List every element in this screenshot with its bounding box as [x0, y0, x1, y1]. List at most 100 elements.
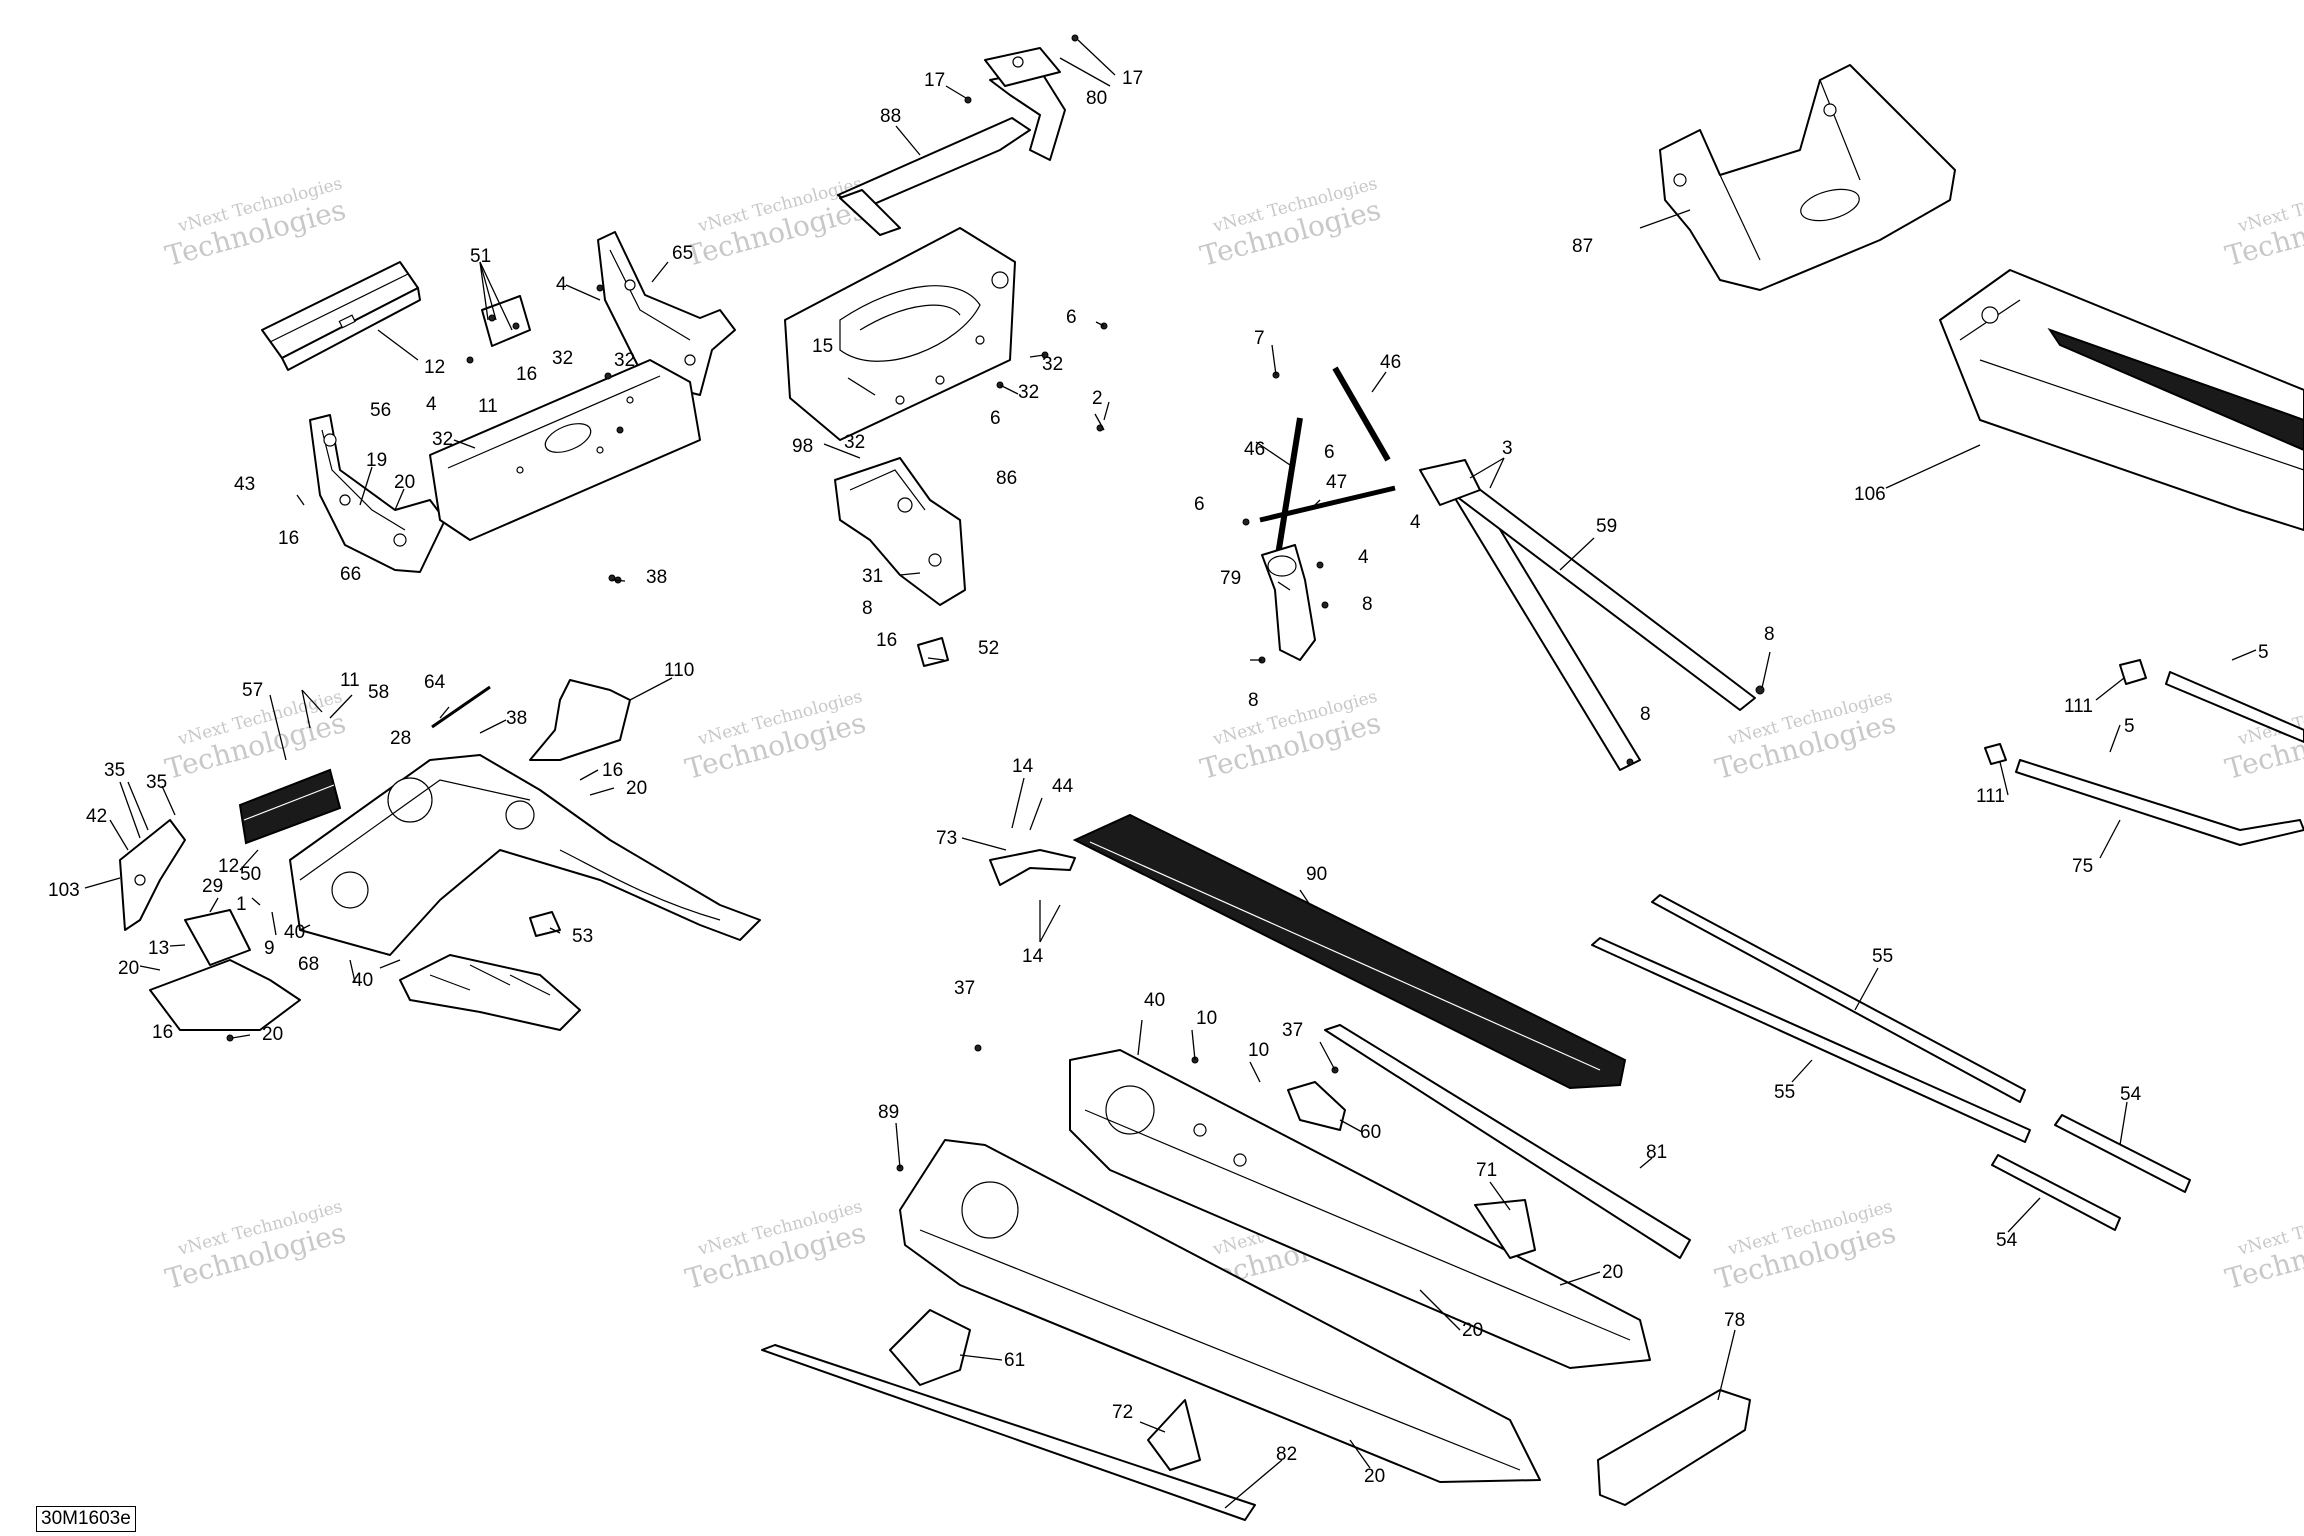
callout-label: 106 [1854, 484, 1886, 505]
lower-front-panel-part [149, 959, 301, 1031]
callout-label: 43 [234, 474, 255, 495]
callout-label: 40 [1144, 990, 1165, 1011]
callout-label: 58 [368, 682, 389, 703]
running-board-part [399, 954, 581, 1031]
callout-label: 66 [340, 564, 361, 585]
right-rail-part [899, 1139, 1541, 1483]
callout-label: 4 [556, 274, 567, 295]
callout-label: 6 [1066, 307, 1077, 328]
front-frame-part [309, 414, 446, 573]
document-code-label: 30M1603e [36, 1506, 136, 1532]
callout-label: 110 [664, 660, 694, 681]
callout-label: 11 [478, 396, 498, 417]
callout-label: 54 [1996, 1230, 2018, 1251]
callout-label: 86 [996, 468, 1017, 489]
tunnel-assembly-part [1939, 269, 2304, 531]
callout-label: 4 [1410, 512, 1421, 533]
callout-label: 81 [1646, 1142, 1667, 1163]
radiator-part [238, 768, 342, 845]
callout-label: 17 [1122, 68, 1143, 89]
steering-rods-part [1259, 366, 1756, 771]
callout-label: 32 [552, 348, 573, 369]
callout-label: 60 [1360, 1122, 1381, 1143]
callout-label: 16 [278, 528, 299, 549]
callout-label: 10 [1196, 1008, 1217, 1029]
bracket-71-part [1474, 1199, 1536, 1259]
callout-label: 75 [2072, 856, 2093, 877]
callout-label: 13 [148, 938, 169, 959]
left-rail-part [1069, 1049, 1651, 1369]
callout-label: 35 [104, 760, 125, 781]
callout-label: 59 [1596, 516, 1617, 537]
callout-label: 111 [2064, 696, 2093, 717]
callout-label: 8 [1362, 594, 1373, 615]
leader-lines [84, 39, 2257, 1509]
callout-label: 50 [240, 864, 261, 885]
center-body-part [784, 227, 1016, 441]
callout-label: 90 [1306, 864, 1327, 885]
steering-support-part [837, 47, 1066, 236]
callout-label: 16 [516, 364, 537, 385]
callout-label: 55 [1872, 946, 1893, 967]
foot-bracket-part [184, 909, 251, 966]
callout-label: 2 [1092, 388, 1103, 409]
callout-label: 44 [1052, 776, 1074, 797]
callout-label: 68 [298, 954, 319, 975]
callout-label: 32 [1042, 354, 1063, 375]
callout-label: 16 [602, 760, 623, 781]
callout-label: 16 [152, 1022, 173, 1043]
callout-label: 32 [432, 429, 453, 450]
callout-label: 11 [340, 670, 360, 691]
callout-label: 53 [572, 926, 593, 947]
callout-label: 51 [470, 246, 491, 267]
upper-frame-part [597, 231, 736, 396]
callout-label: 80 [1086, 88, 1107, 109]
callout-label: 8 [862, 598, 873, 619]
callout-label: 20 [1602, 1262, 1623, 1283]
callout-label: 15 [812, 336, 833, 357]
rod-64-part [431, 685, 491, 729]
callout-label: 8 [1248, 690, 1259, 711]
callout-label: 17 [924, 70, 945, 91]
skid-81-part [1324, 1024, 1691, 1259]
bumper-78-part [1597, 1389, 1751, 1506]
callout-label: 89 [878, 1102, 899, 1123]
callout-label: 4 [1358, 547, 1369, 568]
bracket-60-part [1287, 1081, 1346, 1131]
callout-label: 46 [1380, 352, 1401, 373]
callout-label: 98 [792, 436, 813, 457]
rear-frame-part [1659, 64, 1956, 291]
callout-label: 6 [990, 408, 1001, 429]
callout-label: 14 [1012, 756, 1034, 777]
callout-label: 37 [954, 978, 975, 999]
callout-label: 64 [424, 672, 446, 693]
callout-label: 65 [672, 243, 693, 264]
callout-label: 40 [352, 970, 373, 991]
callout-label: 57 [242, 680, 263, 701]
callout-label: 12 [424, 357, 445, 378]
small-clip-53-part [529, 911, 561, 937]
callout-label: 42 [86, 806, 107, 827]
callout-label: 3 [1502, 438, 1513, 459]
callout-label: 20 [394, 472, 415, 493]
small-bracket-part [481, 295, 531, 347]
slide-54-part [1991, 1114, 2191, 1231]
callout-label: 20 [262, 1024, 283, 1045]
hardware-dots [226, 34, 1765, 1172]
rear-bumper-part [1984, 659, 2304, 846]
center-tunnel-part [289, 754, 761, 956]
callout-label: 6 [1194, 494, 1205, 515]
callout-label: 71 [1476, 1160, 1497, 1181]
callout-label: 38 [646, 567, 667, 588]
callout-label: 7 [1254, 328, 1265, 349]
callout-label: 10 [1248, 1040, 1269, 1061]
callout-label: 29 [202, 876, 223, 897]
callout-label: 73 [936, 828, 957, 849]
callout-label: 82 [1276, 1444, 1297, 1465]
callout-label: 32 [844, 432, 865, 453]
callout-label: 61 [1004, 1350, 1025, 1371]
callout-label: 37 [1282, 1020, 1303, 1041]
spindle-part [1261, 544, 1316, 661]
callout-label: 9 [264, 938, 275, 959]
callout-label: 52 [978, 638, 999, 659]
